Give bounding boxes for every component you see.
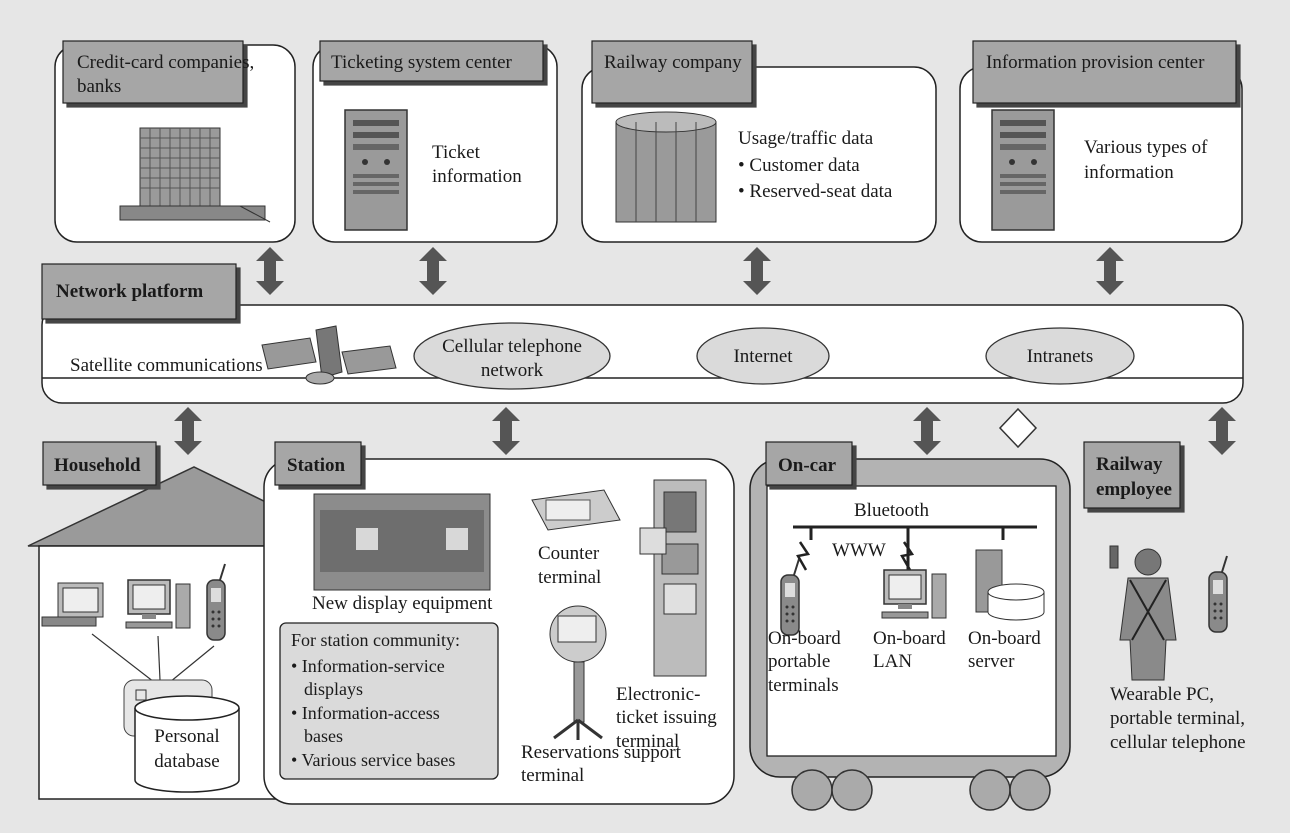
ticketing-text-line1: Ticket [432, 142, 481, 163]
railway-box: Railway company Usage/traffic data • Cus… [581, 40, 937, 243]
portable-line2: portable [768, 651, 830, 672]
counter-terminal-icon [531, 489, 621, 531]
reservations-line1: Reservations support [521, 742, 682, 763]
office-building-icon [119, 127, 271, 223]
tv-icon [41, 582, 104, 627]
intranets-label: Intranets [1027, 346, 1093, 367]
info-center-text-line2: information [1084, 162, 1174, 183]
oncar-box: On-car Bluetooth WWW On-board portable t… [749, 407, 1071, 811]
eticket-line3: terminal [616, 731, 679, 752]
railway-text-line3: • Reserved-seat data [738, 181, 893, 202]
pantograph-icon [998, 407, 1038, 449]
lan-line2: LAN [873, 651, 912, 672]
community-item-1-cont: displays [304, 679, 363, 699]
server-line1: On-board [968, 628, 1041, 649]
community-item-3: • Various service bases [291, 750, 455, 770]
railway-text-line2: • Customer data [738, 155, 860, 176]
server-line2: server [968, 651, 1015, 672]
lan-line1: On-board [873, 628, 946, 649]
banks-title-line1: Credit-card companies, [77, 52, 254, 73]
display-label: New display equipment [312, 593, 493, 614]
employee-title-line1: Railway [1096, 454, 1163, 475]
oncar-title: On-car [778, 455, 837, 476]
eticket-line1: Electronic- [616, 684, 700, 705]
cellular-network-ellipse [413, 322, 611, 390]
eticket-line2: ticket issuing [616, 707, 717, 728]
reservations-terminal-icon [549, 605, 607, 740]
internet-label: Internet [733, 346, 793, 367]
internet-ellipse [696, 327, 830, 385]
employee-desc-line2: portable terminal, [1110, 708, 1245, 729]
network-platform: Network platform Satellite communication… [41, 263, 1244, 404]
eticket-terminal-icon [639, 479, 707, 677]
satellite-icon [261, 325, 397, 385]
railway-title: Railway company [604, 52, 742, 73]
railway-text-line1: Usage/traffic data [738, 128, 874, 149]
household-title: Household [54, 455, 141, 476]
personal-database [134, 695, 240, 793]
database-line1: Personal [154, 726, 219, 747]
station-box: Station New display equipment Counter te… [263, 441, 735, 805]
employee-section: Railway employee Wearable PC, portable t… [1083, 441, 1246, 753]
info-center-title: Information provision center [986, 52, 1205, 73]
server-icon [344, 109, 408, 231]
wearable-pc-worker-icon [1109, 545, 1177, 681]
cellular-line1: Cellular telephone [442, 336, 582, 357]
ticketing-text-line2: information [432, 166, 522, 187]
counter-line1: Counter [538, 543, 600, 564]
reservations-line2: terminal [521, 765, 584, 786]
satellite-label: Satellite communications [70, 355, 263, 376]
network-title: Network platform [56, 281, 203, 302]
portable-line1: On-board [768, 628, 841, 649]
ticketing-box: Ticketing system center Ticket informati… [312, 40, 558, 243]
community-item-1: • Information-service [291, 656, 445, 676]
employee-desc-line3: cellular telephone [1110, 732, 1246, 753]
info-center-text-line1: Various types of [1084, 137, 1208, 158]
station-community-box [279, 622, 499, 780]
info-center-box: Information provision center Various typ… [959, 40, 1243, 243]
wireless-icon [900, 541, 915, 571]
wheel-icon [791, 769, 1051, 811]
station-title: Station [287, 455, 346, 476]
banks-title-line2: banks [77, 76, 121, 97]
display-photo [313, 493, 491, 591]
community-item-2-cont: bases [304, 726, 343, 746]
banks-box: Credit-card companies, banks [54, 40, 296, 243]
cellular-line2: network [481, 360, 544, 381]
bluetooth-label: Bluetooth [854, 500, 929, 521]
server-icon [991, 109, 1055, 231]
server-icon [975, 549, 1045, 621]
mainframe-icon [615, 111, 717, 223]
employee-title-line2: employee [1096, 479, 1172, 500]
intranets-ellipse [985, 327, 1135, 385]
ticketing-title: Ticketing system center [331, 52, 512, 73]
counter-line2: terminal [538, 567, 601, 588]
wireless-icon [796, 541, 811, 571]
employee-desc-line1: Wearable PC, [1110, 684, 1214, 705]
community-title: For station community: [291, 630, 460, 650]
portable-line3: terminals [768, 675, 839, 696]
database-line2: database [154, 751, 219, 772]
community-item-2: • Information-access [291, 703, 440, 723]
www-label: WWW [832, 540, 886, 561]
